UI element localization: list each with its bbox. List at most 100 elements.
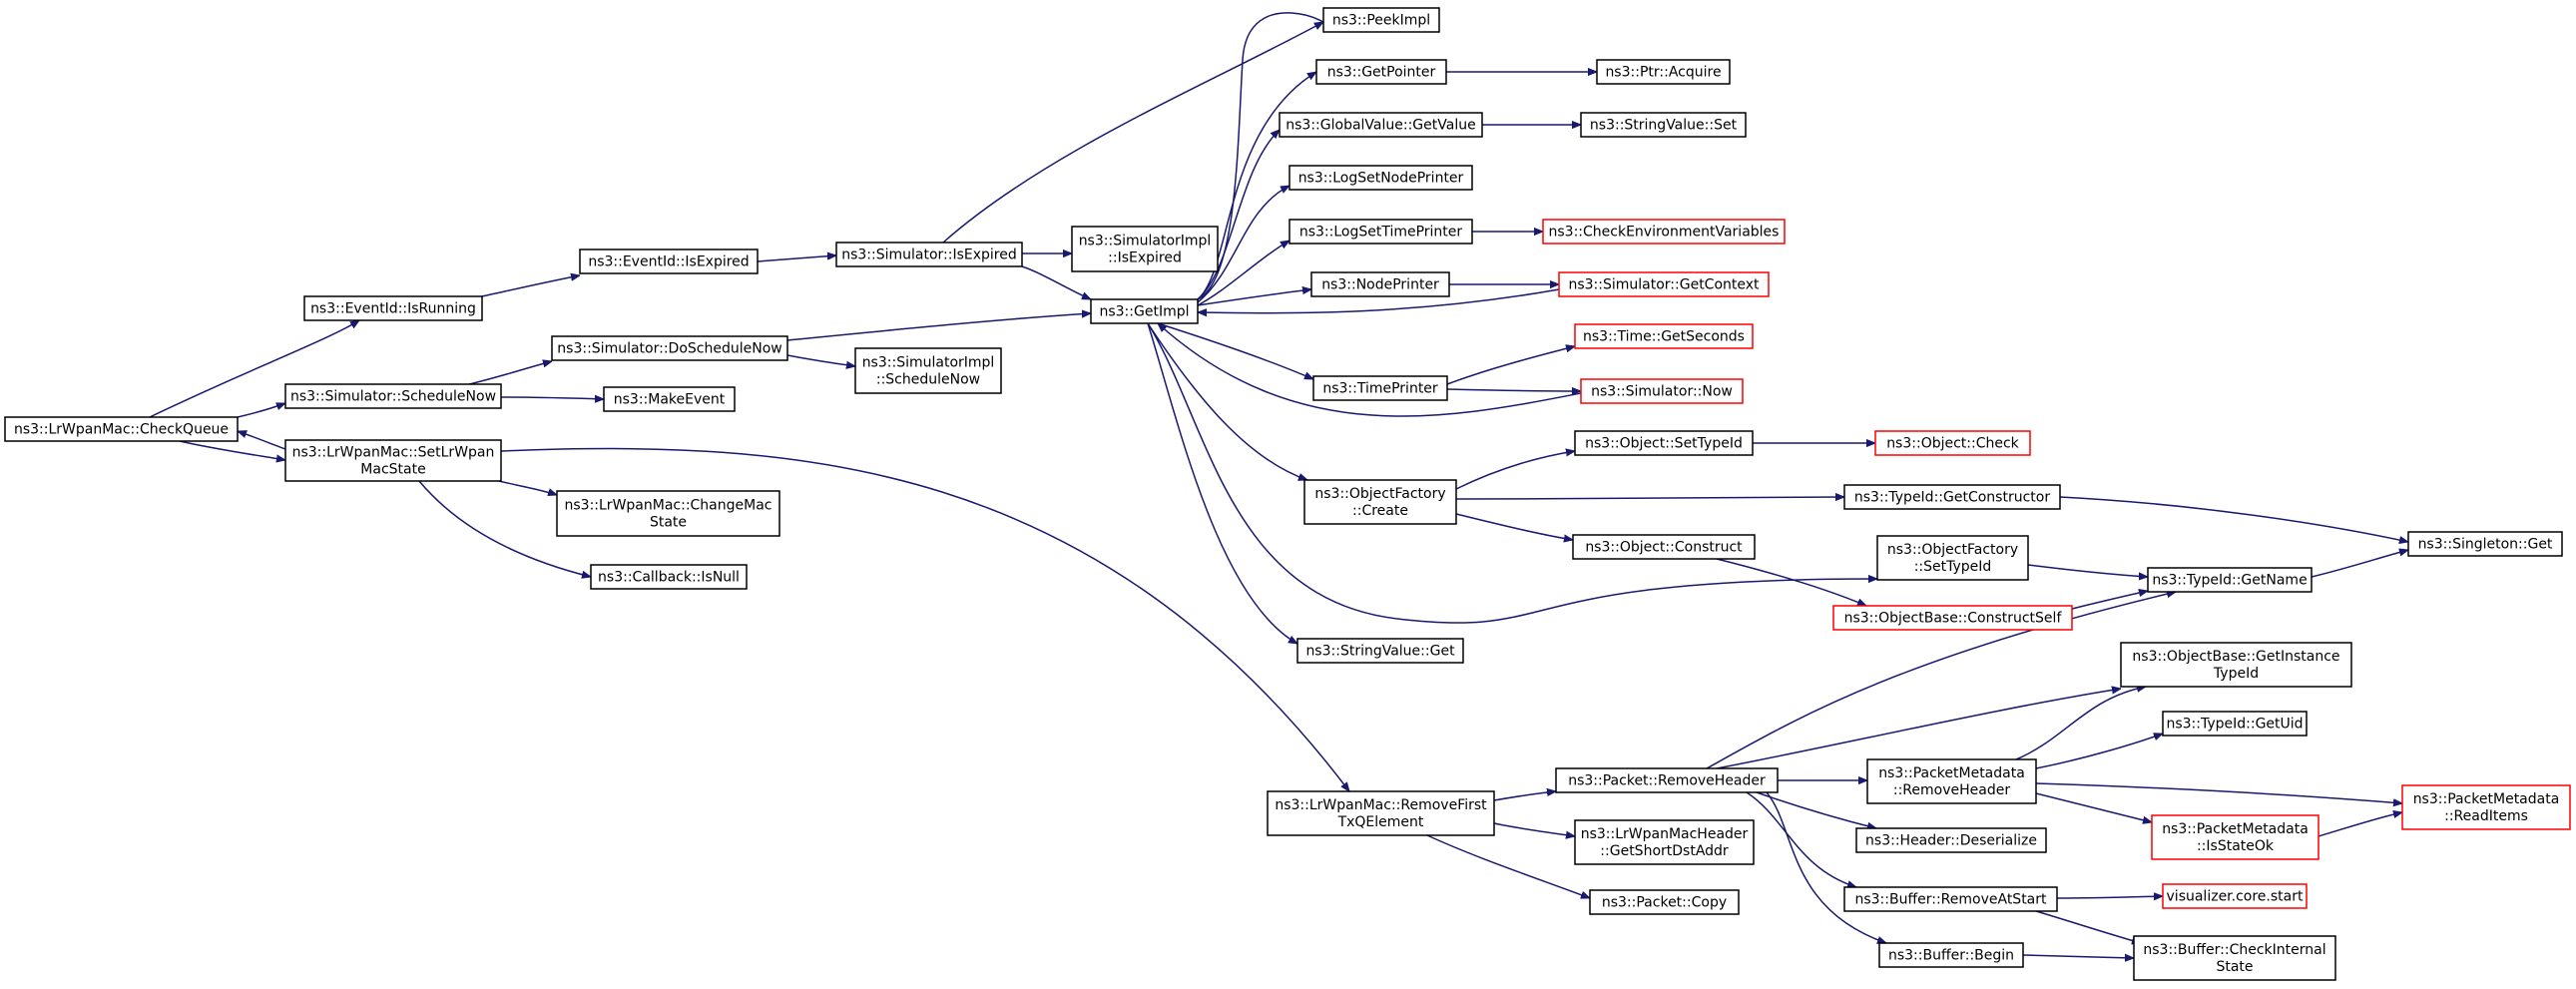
node-box [1874, 430, 2031, 456]
node-doschedulenow[interactable]: ns3::Simulator::DoScheduleNow [551, 335, 788, 361]
node-callbackisnull[interactable]: ns3::Callback::IsNull [590, 564, 748, 590]
node-packetremoveheader[interactable]: ns3::Packet::RemoveHeader [1555, 767, 1779, 793]
node-objectconstruct[interactable]: ns3::Object::Construct [1572, 534, 1756, 560]
edge-isrunning-to-eventisexpired [481, 275, 580, 297]
node-timeprinter[interactable]: ns3::TimePrinter [1312, 375, 1448, 401]
node-objectcheck[interactable]: ns3::Object::Check [1874, 430, 2031, 456]
node-scheduleNow[interactable]: ns3::Simulator::ScheduleNow [284, 383, 502, 409]
edge-setlrwpanmacstate-to-removefirsttx [500, 447, 1349, 791]
edge-constructself-to-typeidgetname [2071, 591, 2148, 610]
node-objectfactorysettypeid[interactable]: ns3::ObjectFactory::SetTypeId [1876, 535, 2029, 581]
node-visualizerstart[interactable]: visualizer.core.start [2162, 883, 2308, 909]
edge-simisexpired-to-peekimpl [942, 21, 1323, 244]
node-label: ns3::Packet::RemoveHeader [1568, 773, 1766, 789]
edge-getimpl-to-timeprinter [1157, 322, 1313, 380]
node-label: ns3::Time::GetSeconds [1583, 329, 1745, 345]
node-getimpl[interactable]: ns3::GetImpl [1090, 298, 1199, 324]
edge-bufferbegin-to-buffercheckinternal [2022, 955, 2134, 958]
edge-getimpl-to-lognodeprinter [1197, 185, 1289, 303]
node-globalgetvalue[interactable]: ns3::GlobalValue::GetValue [1279, 112, 1483, 138]
node-box [1267, 790, 1495, 836]
node-typeidgetconstructor[interactable]: ns3::TypeId::GetConstructor [1843, 484, 2061, 510]
edge-removefirsttx-to-getshortdstaddr [1493, 822, 1575, 836]
node-peekimpl[interactable]: ns3::PeekImpl [1322, 7, 1440, 33]
node-box [1832, 605, 2073, 631]
node-getshortdstaddr[interactable]: ns3::LrWpanMacHeader::GetShortDstAddr [1574, 819, 1755, 865]
node-makeevent[interactable]: ns3::MakeEvent [603, 386, 736, 412]
node-bufferremoveatstart[interactable]: ns3::Buffer::RemoveAtStart [1843, 886, 2058, 912]
node-label: ns3::Simulator::GetContext [1568, 277, 1760, 293]
edge-getimpl-to-getpointer [1197, 71, 1316, 300]
node-label: ns3::StringValue::Set [1590, 118, 1738, 134]
node-headerdeserialize[interactable]: ns3::Header::Deserialize [1855, 827, 2047, 853]
node-bufferbegin[interactable]: ns3::Buffer::Begin [1878, 942, 2024, 968]
node-box [1312, 375, 1448, 401]
node-box [1843, 484, 2061, 510]
node-label: ns3::Object::Check [1886, 436, 2019, 452]
node-typeidgetuid[interactable]: ns3::TypeId::GetUid [2162, 711, 2308, 737]
node-box [284, 383, 502, 409]
edge-removefirsttx-to-packetremoveheader [1493, 791, 1556, 801]
node-label: ns3::LrWpanMacHeader [1581, 826, 1749, 842]
node-isrunning[interactable]: ns3::EventId::IsRunning [303, 295, 483, 321]
edge-getimpl-to-globalgetvalue [1197, 130, 1280, 300]
node-logtimeprinter[interactable]: ns3::LogSetTimePrinter [1288, 219, 1473, 245]
node-timegetseconds[interactable]: ns3::Time::GetSeconds [1574, 323, 1754, 349]
node-label: visualizer.core.start [2167, 889, 2304, 905]
node-box [1866, 758, 2037, 804]
node-label: ns3::TimePrinter [1322, 381, 1438, 397]
node-packetcopy[interactable]: ns3::Packet::Copy [1589, 889, 1740, 915]
node-label: ns3::LrWpanMac::ChangeMac [565, 498, 773, 514]
edge-objectfactorysettypeid-to-typeidgetname [2027, 564, 2148, 577]
node-nodeprinter[interactable]: ns3::NodePrinter [1310, 271, 1450, 297]
node-simisexpired[interactable]: ns3::Simulator::IsExpired [835, 242, 1023, 267]
node-label: ns3::Ptr::Acquire [1605, 65, 1721, 81]
edge-objectfactorycreate-to-typeidgetconstructor [1455, 497, 1844, 499]
node-constructself[interactable]: ns3::ObjectBase::ConstructSelf [1832, 605, 2073, 631]
node-ptracquire[interactable]: ns3::Ptr::Acquire [1596, 59, 1731, 85]
node-simnow[interactable]: ns3::Simulator::Now [1580, 378, 1744, 404]
node-label: ns3::GetPointer [1327, 65, 1436, 81]
edge-setlrwpanmacstate-to-checkqueue [238, 431, 286, 450]
edge-bufferremoveatstart-to-visualizerstart [2056, 896, 2163, 898]
node-label: ns3::Object::SetTypeId [1585, 436, 1743, 452]
node-box [1542, 219, 1786, 245]
node-label: ::Create [1352, 503, 1408, 519]
node-label: ns3::PacketMetadata [2413, 791, 2560, 807]
node-label: ns3::LrWpanMac::SetLrWpan [292, 445, 495, 461]
node-checkenv[interactable]: ns3::CheckEnvironmentVariables [1542, 219, 1786, 245]
node-label: ::ScheduleNow [876, 372, 980, 388]
node-typeidgetname[interactable]: ns3::TypeId::GetName [2147, 567, 2313, 593]
edge-objectfactorycreate-to-objectconstruct [1455, 513, 1573, 540]
node-eventisexpired[interactable]: ns3::EventId::IsExpired [579, 248, 759, 274]
node-metadataisstateok[interactable]: ns3::PacketMetadata::IsStateOk [2151, 814, 2319, 860]
node-label: ::ReadItems [2444, 808, 2528, 824]
node-label: ns3::ObjectBase::GetInstance [2132, 649, 2339, 665]
node-metadatareaditems[interactable]: ns3::PacketMetadata::ReadItems [2401, 784, 2571, 830]
node-label: ns3::TypeId::GetUid [2166, 717, 2303, 733]
node-objectfactorycreate[interactable]: ns3::ObjectFactory::Create [1303, 479, 1457, 525]
node-box [2401, 784, 2571, 830]
node-singletonget[interactable]: ns3::Singleton::Get [2407, 531, 2563, 557]
node-label: TxQElement [1337, 814, 1424, 830]
node-simimplschedulenow[interactable]: ns3::SimulatorImpl::ScheduleNow [854, 347, 1002, 394]
node-label: ns3::Buffer::RemoveAtStart [1854, 892, 2047, 908]
node-label: ns3::LogSetNodePrinter [1298, 171, 1464, 187]
node-simimplisexpired[interactable]: ns3::SimulatorImpl::IsExpired [1071, 226, 1219, 272]
node-label: ns3::TypeId::GetConstructor [1854, 490, 2050, 506]
node-objectsettypeid[interactable]: ns3::Object::SetTypeId [1574, 430, 1754, 456]
node-getpointer[interactable]: ns3::GetPointer [1315, 59, 1447, 85]
node-stringset[interactable]: ns3::StringValue::Set [1580, 112, 1747, 138]
node-metadataremoveheader[interactable]: ns3::PacketMetadata::RemoveHeader [1866, 758, 2037, 804]
node-lognodeprinter[interactable]: ns3::LogSetNodePrinter [1288, 165, 1473, 191]
node-box [1279, 112, 1483, 138]
node-label: ns3::EventId::IsExpired [588, 254, 749, 270]
node-simgetcontext[interactable]: ns3::Simulator::GetContext [1558, 271, 1770, 297]
node-stringvalueget[interactable]: ns3::StringValue::Get [1296, 638, 1464, 664]
node-checkqueue[interactable]: ns3::LrWpanMac::CheckQueue [4, 416, 239, 442]
